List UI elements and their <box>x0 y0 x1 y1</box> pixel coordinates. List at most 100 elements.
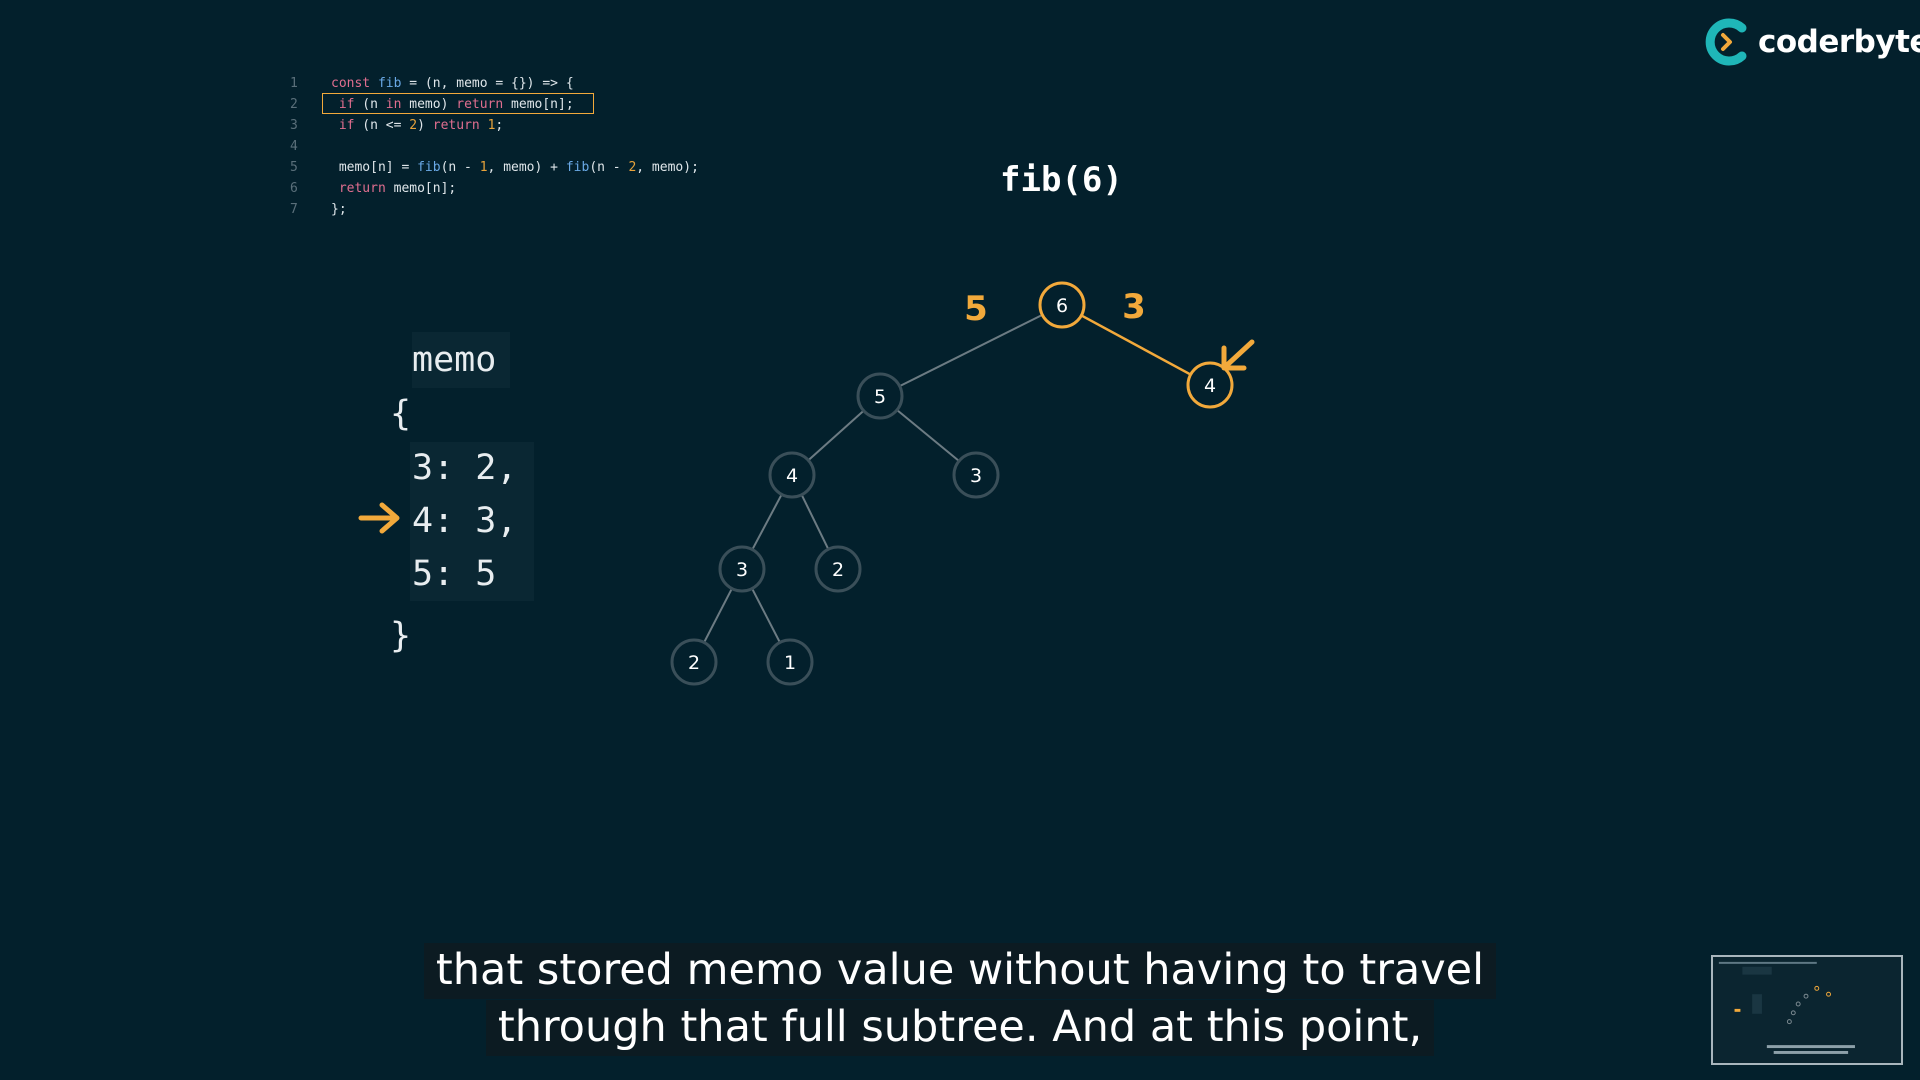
code-token: 1 <box>487 118 496 133</box>
arrow-right-icon <box>358 502 400 534</box>
caption-line-1: that stored memo value without having to… <box>0 943 1920 999</box>
memo-open-brace: { <box>390 394 412 434</box>
tree-node: 3 <box>952 451 1000 499</box>
tree-node: 3 <box>718 545 766 593</box>
thumbnail-preview <box>1713 957 1901 1063</box>
code-token: fib <box>417 160 441 175</box>
tree-edge <box>751 493 783 551</box>
tree-node: 2 <box>670 638 718 686</box>
tree-edge <box>703 588 733 643</box>
return-value-label: 3 <box>1122 287 1146 327</box>
code-token: 2 <box>628 160 637 175</box>
tree-node-circle <box>814 545 862 593</box>
tree-node: 2 <box>814 545 862 593</box>
code-text: const fib = (n, memo = {}) => { <box>331 73 574 94</box>
tree-node-circle <box>1038 281 1086 329</box>
tree-node: 1 <box>766 638 814 686</box>
logo-text: coderbyte <box>1758 24 1920 60</box>
code-token: (n - <box>589 160 629 175</box>
code-token: 2 <box>409 118 418 133</box>
tree-edge <box>899 313 1043 388</box>
caption-text-2: through that full subtree. And at this p… <box>485 1000 1435 1056</box>
tree-edge <box>896 409 960 462</box>
code-token: ; <box>495 118 504 133</box>
tree-node-label: 6 <box>1056 295 1068 317</box>
memo-entry: 3: 2, <box>412 448 518 488</box>
code-line: 6 return memo[n]; <box>290 178 699 199</box>
tree-node-circle <box>856 372 904 420</box>
line-number: 1 <box>290 76 298 91</box>
code-token: }; <box>331 202 347 217</box>
code-token: = (n, memo = {}) => { <box>401 76 574 91</box>
code-token: const <box>331 76 378 91</box>
return-value-label: 5 <box>964 289 988 329</box>
tree-node-circle <box>1186 361 1234 409</box>
tree-node-label: 5 <box>874 386 886 408</box>
memo-entries: 3: 2, 4: 3, 5: 5 <box>410 442 534 601</box>
code-token: fib <box>565 160 590 175</box>
tree-node-label: 1 <box>784 652 796 674</box>
code-token: ) <box>417 118 433 133</box>
code-line: 3 if (n <= 2) return 1; <box>290 115 699 136</box>
caption-line-2: through that full subtree. And at this p… <box>0 1000 1920 1056</box>
code-token: , memo) + <box>487 160 566 175</box>
memo-close-brace: } <box>390 616 412 656</box>
tree-edge <box>1080 314 1192 376</box>
line-number: 3 <box>290 118 298 133</box>
coderbyte-logo: coderbyte <box>1702 14 1920 70</box>
memo-label: memo <box>412 332 510 388</box>
code-line: 7}; <box>290 199 699 220</box>
tree-node: 6 <box>1038 281 1086 329</box>
memo-entry: 4: 3, <box>412 501 518 541</box>
tree-edge <box>800 494 830 550</box>
code-token: memo[n] = <box>331 160 418 175</box>
code-text: memo[n] = fib(n - 1, memo) + fib(n - 2, … <box>331 157 699 178</box>
tree-node-label: 4 <box>1204 375 1216 397</box>
tree-node: 4 <box>1186 361 1234 409</box>
code-token: if <box>338 118 355 133</box>
tree-node-label: 3 <box>970 465 982 487</box>
code-token: return <box>432 118 480 133</box>
line-number: 7 <box>290 202 298 217</box>
code-line: 1 const fib = (n, memo = {}) => { <box>290 73 699 94</box>
code-line: 4 <box>290 136 699 157</box>
code-line-highlighted: 2 if (n in memo) return memo[n]; <box>290 93 699 115</box>
tree-node-circle <box>718 545 766 593</box>
diagram-title: fib(6) <box>1000 160 1123 200</box>
code-token: (n <= <box>354 118 410 133</box>
arrow-down-left-icon <box>1221 339 1255 371</box>
tree-node-label: 2 <box>688 652 700 674</box>
tree-edge <box>807 409 865 462</box>
tree-node-label: 2 <box>832 559 844 581</box>
code-text: return memo[n]; <box>331 178 456 199</box>
code-token: fib <box>377 76 402 91</box>
code-text: if (n <= 2) return 1; <box>331 115 503 136</box>
line-number: 5 <box>290 160 298 175</box>
coderbyte-logo-icon <box>1705 18 1747 66</box>
code-text: }; <box>331 199 347 220</box>
line-number: 2 <box>290 97 298 112</box>
code-token: (n - <box>440 160 480 175</box>
code-token: , memo); <box>636 160 699 175</box>
caption-text-1: that stored memo value without having to… <box>423 943 1497 999</box>
tree-node-circle <box>952 451 1000 499</box>
tree-node-circle <box>766 638 814 686</box>
code-token: return <box>338 181 386 196</box>
line-number: 6 <box>290 181 298 196</box>
tree-node-circle <box>670 638 718 686</box>
tree-node: 5 <box>856 372 904 420</box>
code-text: if (n in memo) return memo[n]; <box>322 93 594 115</box>
code-token: 1 <box>479 160 488 175</box>
tree-node-circle <box>768 451 816 499</box>
tree-node-label: 4 <box>786 465 798 487</box>
memo-entry: 5: 5 <box>412 554 497 594</box>
tree-edge <box>751 588 781 643</box>
video-thumbnail[interactable] <box>1711 955 1903 1065</box>
code-line: 5 memo[n] = fib(n - 1, memo) + fib(n - 2… <box>290 157 699 178</box>
line-number: 4 <box>290 139 298 154</box>
tree-node: 4 <box>768 451 816 499</box>
tree-node-label: 3 <box>736 559 748 581</box>
code-token: memo[n]; <box>385 181 457 196</box>
